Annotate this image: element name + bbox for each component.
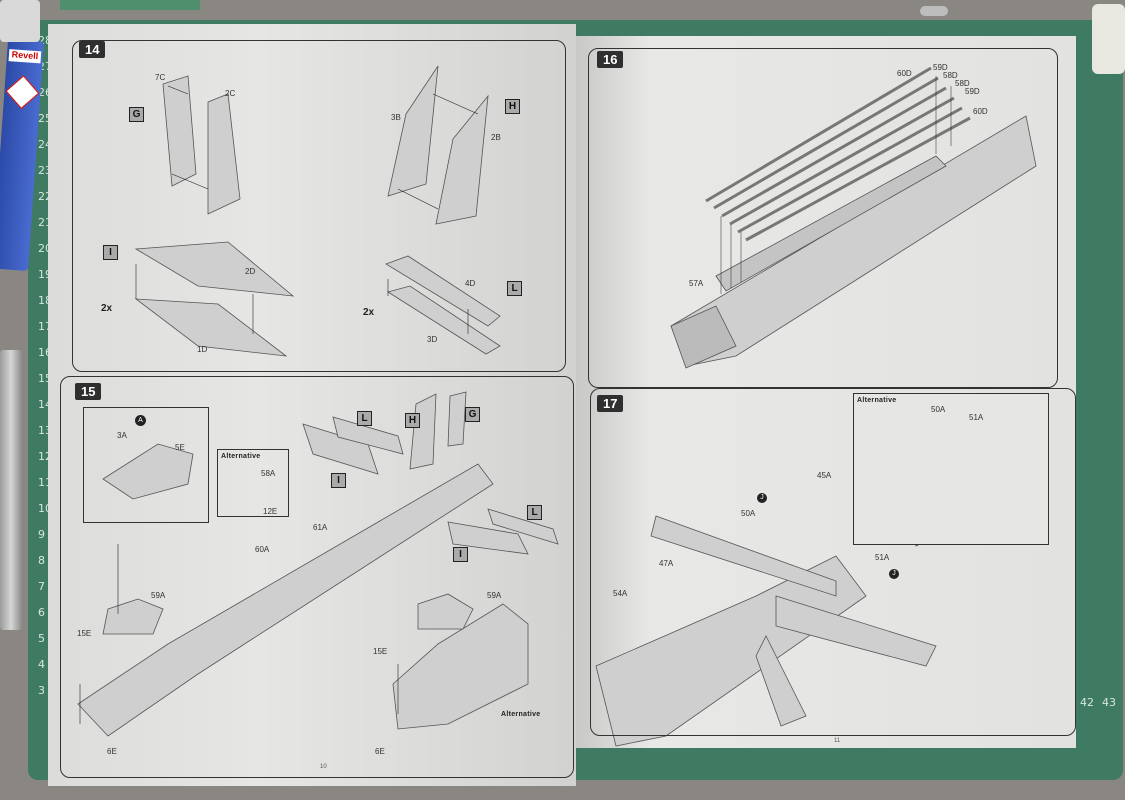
step-16-number: 16 xyxy=(597,51,624,68)
alternative-inset-17 xyxy=(853,393,1049,545)
part-60d-bottom: 60D xyxy=(973,107,988,116)
box-l-top: L xyxy=(357,411,372,426)
part-61a: 61A xyxy=(313,523,328,532)
box-g-15: G xyxy=(465,407,480,422)
alternative-label-inset: Alternative xyxy=(221,453,261,460)
paint-pot xyxy=(1092,4,1125,74)
part-2d: 2D xyxy=(245,267,256,276)
detail-inset xyxy=(83,407,209,523)
part-6e-left: 6E xyxy=(107,747,117,756)
part-6e-right: 6E xyxy=(375,747,385,756)
part-59a-left: 59A xyxy=(151,591,166,600)
step-14-number: 14 xyxy=(79,41,106,58)
ruler-number: 3 xyxy=(38,684,45,697)
metal-tool xyxy=(0,350,22,630)
page-number-left: 10 xyxy=(320,764,327,770)
box-g: G xyxy=(129,107,144,122)
left-page-art xyxy=(77,65,559,737)
part-1d: 1D xyxy=(197,345,208,354)
ruler-right-43: 43 xyxy=(1102,696,1116,709)
step-17-number: 17 xyxy=(597,395,624,412)
part-3d: 3D xyxy=(427,335,438,344)
part-50a-inset: 50A xyxy=(931,405,946,414)
hazard-icon xyxy=(5,75,40,110)
ruler-number: 9 xyxy=(38,528,45,541)
green-object xyxy=(60,0,200,10)
part-60a: 60A xyxy=(255,545,270,554)
part-58a: 58A xyxy=(261,469,276,478)
part-47a: 47A xyxy=(659,559,674,568)
box-i-top: I xyxy=(331,473,346,488)
marker-j-left: J xyxy=(757,493,767,503)
ruler-right-42: 42 xyxy=(1080,696,1094,709)
alternative-inset xyxy=(217,449,289,517)
box-l: L xyxy=(507,281,522,296)
box-i-right: I xyxy=(453,547,468,562)
step-14-panel: 14 G H I L 7C 2C 3B 2B 2D 1D 4D 3D 2x 2x xyxy=(72,40,566,372)
part-60d-top: 60D xyxy=(897,69,912,78)
step-16-panel: 16 60D 59D 58D 58D 59D 60D 57A xyxy=(588,48,1058,388)
part-2b: 2B xyxy=(491,133,501,142)
ruler-number: 4 xyxy=(38,658,45,671)
box-i: I xyxy=(103,245,118,260)
ruler-number: 6 xyxy=(38,606,45,619)
step-17-panel: 17 Alternative 50A 51A 45A 50A 47A 54A 5… xyxy=(590,388,1076,736)
box-h: H xyxy=(505,99,520,114)
page-number-right: 11 xyxy=(834,738,841,744)
multiplier-left: 2x xyxy=(101,303,113,314)
tube-cap xyxy=(0,0,40,42)
part-2c: 2C xyxy=(225,89,236,98)
part-57a: 57A xyxy=(689,279,704,288)
part-59d-bottom: 59D xyxy=(965,87,980,96)
tube-brand: Revell xyxy=(8,49,42,64)
alternative-label-bottom: Alternative xyxy=(501,711,541,718)
alternative-label-17: Alternative xyxy=(857,397,897,404)
part-12e: 12E xyxy=(263,507,278,516)
multiplier-right: 2x xyxy=(363,307,375,318)
part-5e: 5E xyxy=(175,443,185,452)
part-59a-right: 59A xyxy=(487,591,502,600)
part-58d-a: 58D xyxy=(943,71,958,80)
part-3a: 3A xyxy=(117,431,127,440)
part-15e-left: 15E xyxy=(77,629,92,638)
part-51a-inset: 51A xyxy=(969,413,984,422)
marker-a: A xyxy=(135,415,146,426)
part-7c: 7C xyxy=(155,73,166,82)
part-15e-right: 15E xyxy=(373,647,388,656)
box-l-right: L xyxy=(527,505,542,520)
part-51a: 51A xyxy=(875,553,890,562)
ruler-number: 8 xyxy=(38,554,45,567)
part-59d-top: 59D xyxy=(933,63,948,72)
part-58d-b: 58D xyxy=(955,79,970,88)
step-15-panel: 15 Alternative Alternative A L H G I L I… xyxy=(60,376,574,778)
part-54a: 54A xyxy=(613,589,628,598)
screw xyxy=(920,6,948,16)
right-page: 16 60D 59D 58D 58D 59D 60D 57A 17 Altern… xyxy=(576,36,1076,748)
part-50a: 50A xyxy=(741,509,756,518)
part-3b: 3B xyxy=(391,113,401,122)
ruler-number: 5 xyxy=(38,632,45,645)
marker-j-right: J xyxy=(889,569,899,579)
step-15-number: 15 xyxy=(75,383,102,400)
part-4d: 4D xyxy=(465,279,476,288)
part-45a: 45A xyxy=(817,471,832,480)
left-page: 14 G H I L 7C 2C 3B 2B 2D 1D 4D 3D 2x 2x… xyxy=(48,24,576,786)
box-h-15: H xyxy=(405,413,420,428)
ruler-number: 7 xyxy=(38,580,45,593)
